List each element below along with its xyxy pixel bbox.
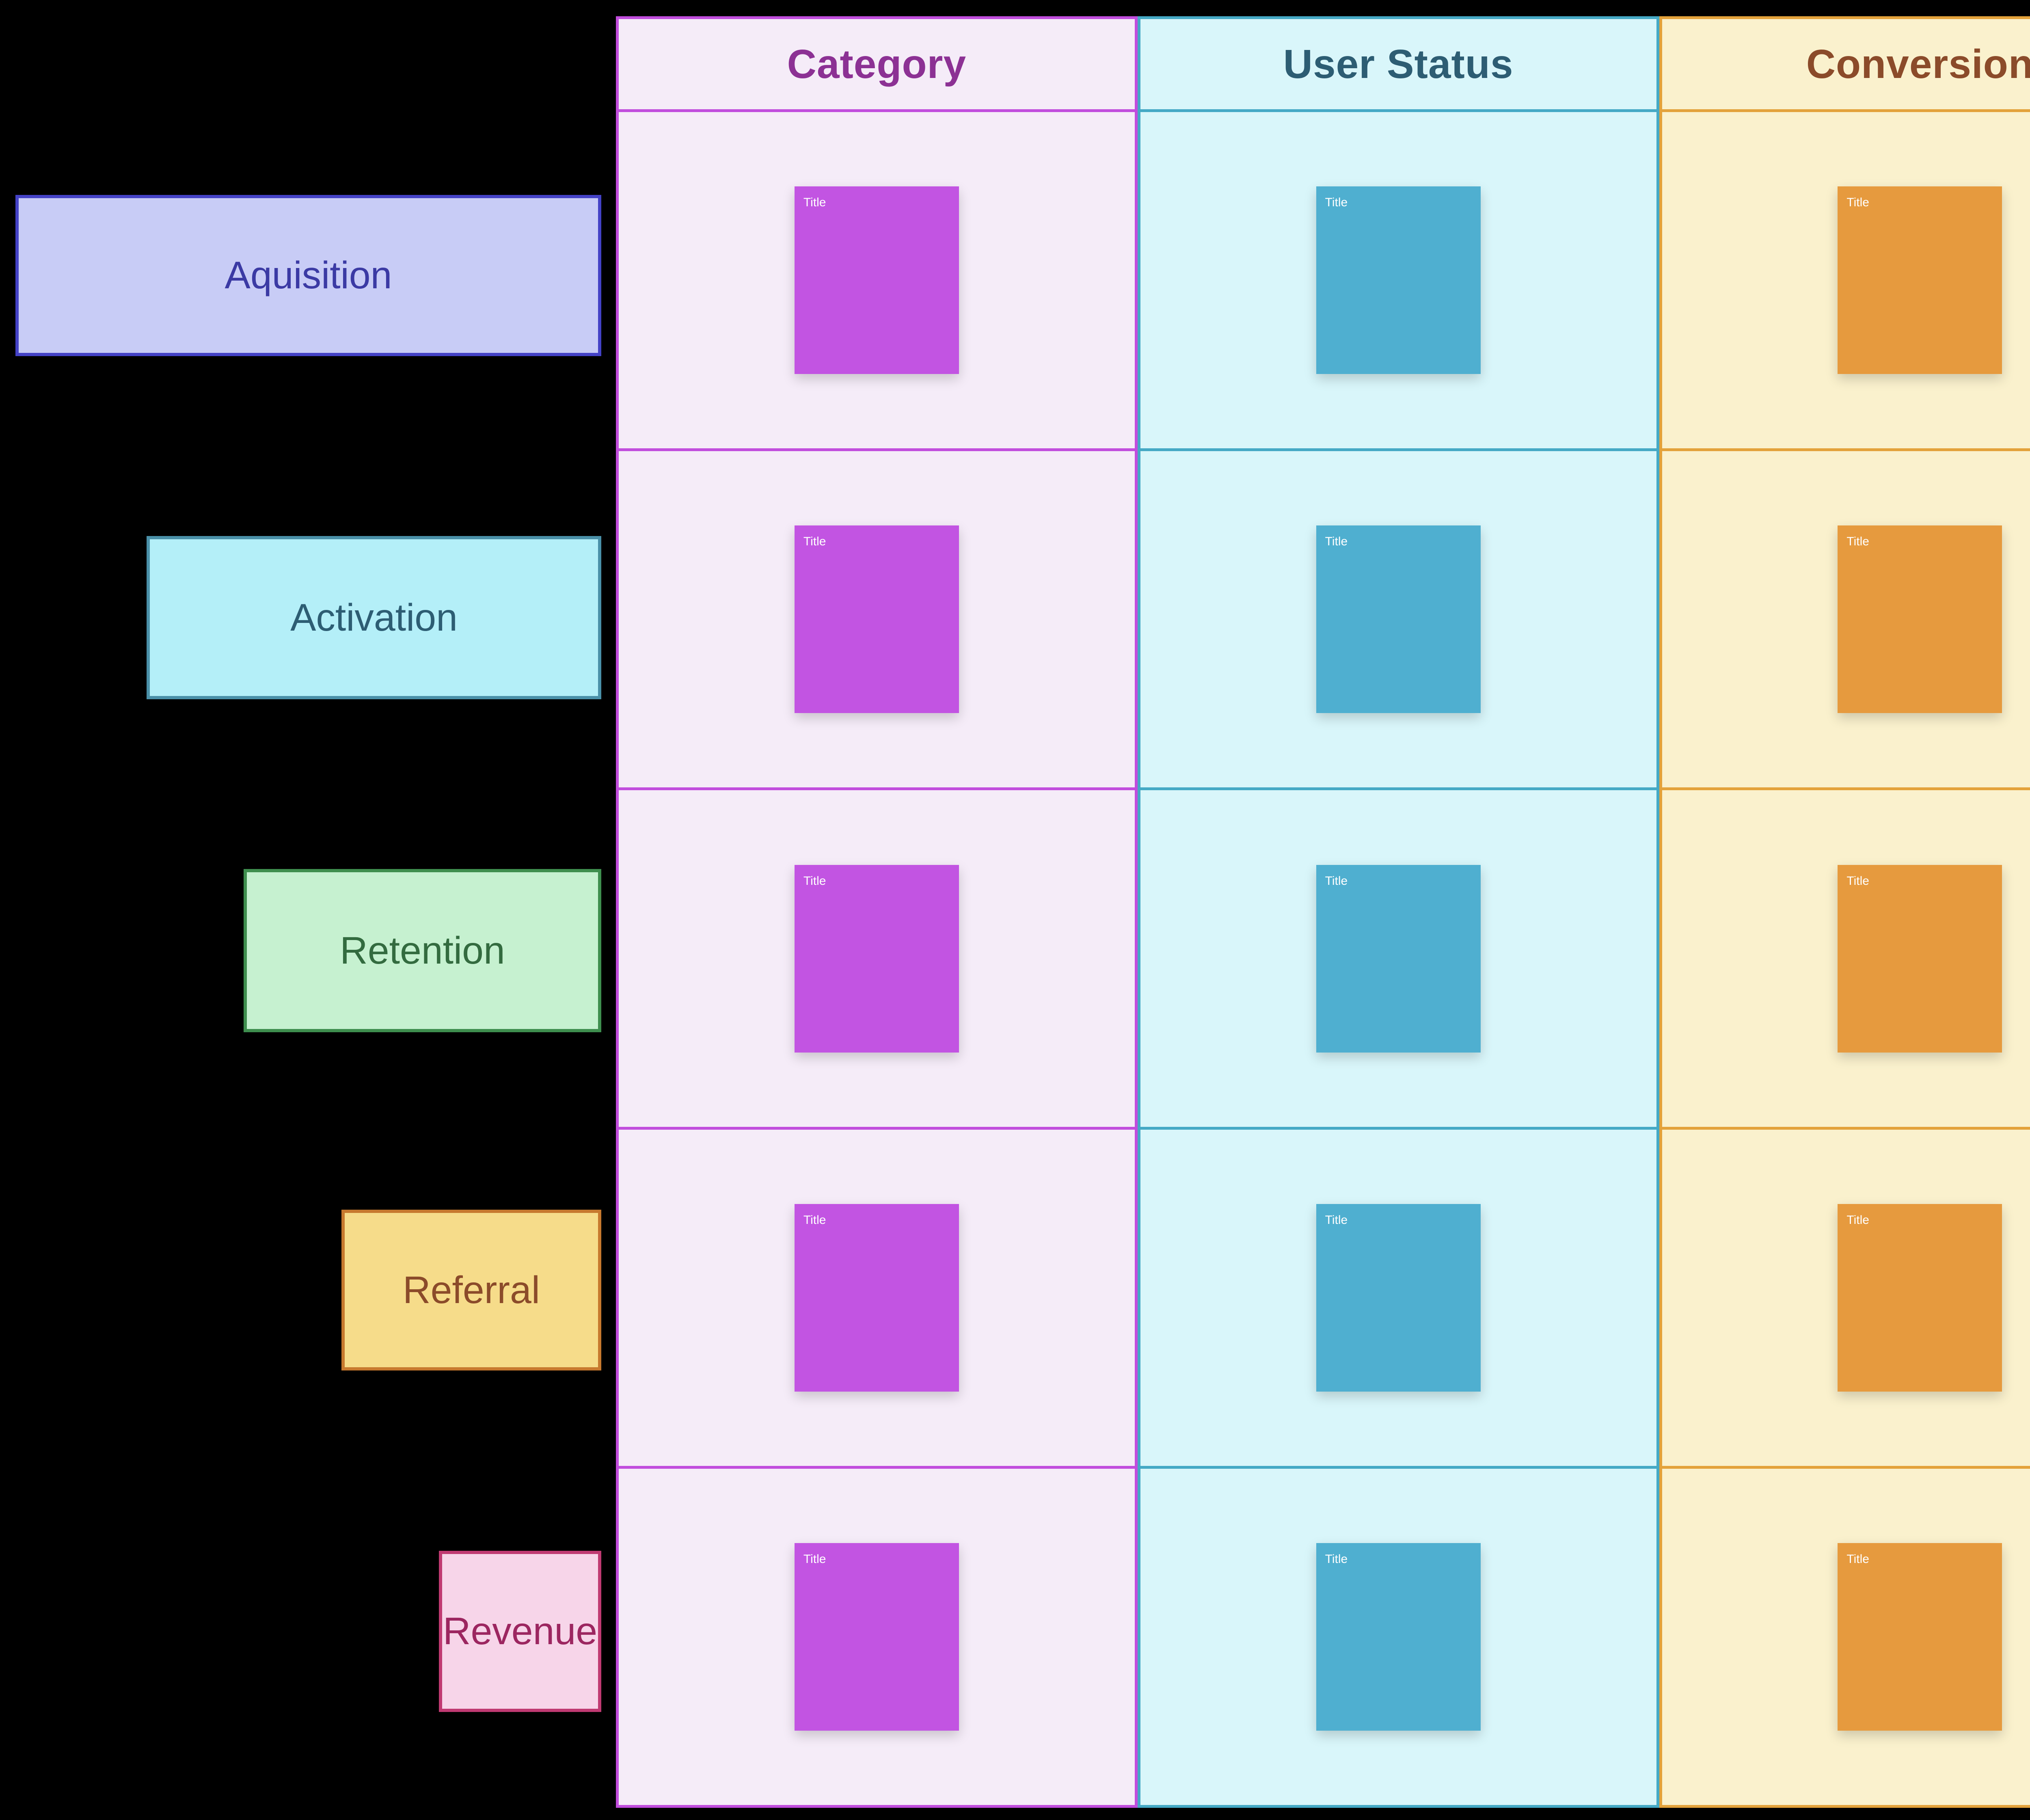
grid-cell: Title [616,112,1138,452]
column-header-label: Conversion [1806,41,2030,87]
grid-cell: Title [1659,1468,2030,1808]
grid-cell: Title [1659,1129,2030,1469]
funnel-stage-label: Activation [290,596,458,639]
column-header-user-status[interactable]: User Status [1137,16,1659,112]
grid-cell: Title [1137,790,1659,1130]
card-title: Title [1846,535,1869,549]
funnel-stage-retention[interactable]: Retention [244,869,601,1032]
sticky-card[interactable]: Title [794,186,959,374]
sticky-card[interactable]: Title [1316,1543,1481,1731]
sticky-card[interactable]: Title [1316,865,1481,1053]
grid-cell: Title [1137,112,1659,452]
column-user-status: User Status Title Title Title Title [1137,16,1659,1808]
funnel-stage-label: Revenue [443,1610,598,1653]
sticky-card[interactable]: Title [794,1204,959,1392]
grid-cell: Title [1137,1468,1659,1808]
card-title: Title [1325,196,1348,210]
funnel-stage-label: Aquisition [225,254,392,297]
sticky-card[interactable]: Title [794,525,959,713]
sticky-card[interactable]: Title [1838,525,2002,713]
sticky-card[interactable]: Title [1316,525,1481,713]
sticky-card[interactable]: Title [794,1543,959,1731]
sticky-card[interactable]: Title [794,865,959,1053]
grid-cell: Title [616,1468,1138,1808]
sticky-card[interactable]: Title [1838,1543,2002,1731]
card-title: Title [803,196,826,210]
card-title: Title [1325,1213,1348,1227]
card-title: Title [1325,1552,1348,1566]
column-header-label: User Status [1283,41,1514,87]
grid-cell: Title [616,790,1138,1130]
column-header-label: Category [787,41,967,87]
sticky-card[interactable]: Title [1838,186,2002,374]
grid-cell: Title [1659,112,2030,452]
grid-cell: Title [1137,1129,1659,1469]
funnel-stage-referral[interactable]: Referral [341,1210,601,1370]
funnel-stage-revenue[interactable]: Revenue [439,1551,601,1712]
sticky-card[interactable]: Title [1316,1204,1481,1392]
grid-cell: Title [616,1129,1138,1469]
card-title: Title [1846,874,1869,888]
sticky-card[interactable]: Title [1838,865,2002,1053]
column-conversion: Conversion Title Title Title Title [1659,16,2030,1808]
card-title: Title [803,874,826,888]
card-title: Title [803,535,826,549]
funnel-stage-aquisition[interactable]: Aquisition [15,195,601,356]
funnel-stage-activation[interactable]: Activation [147,536,601,699]
card-title: Title [1846,1213,1869,1227]
column-header-category[interactable]: Category [616,16,1138,112]
card-title: Title [1325,874,1348,888]
funnel-stage-label: Retention [340,929,505,972]
grid-cell: Title [1137,451,1659,791]
column-category: Category Title Title Title Title [616,16,1138,1808]
grid-cell: Title [1659,451,2030,791]
metrics-grid: Category Title Title Title Title [616,16,2030,1808]
card-title: Title [803,1213,826,1227]
card-title: Title [1325,535,1348,549]
card-title: Title [1846,1552,1869,1566]
column-header-conversion[interactable]: Conversion [1659,16,2030,112]
card-title: Title [803,1552,826,1566]
sticky-card[interactable]: Title [1316,186,1481,374]
grid-cell: Title [616,451,1138,791]
sticky-card[interactable]: Title [1838,1204,2002,1392]
card-title: Title [1846,196,1869,210]
grid-cell: Title [1659,790,2030,1130]
funnel-stage-label: Referral [403,1268,540,1312]
